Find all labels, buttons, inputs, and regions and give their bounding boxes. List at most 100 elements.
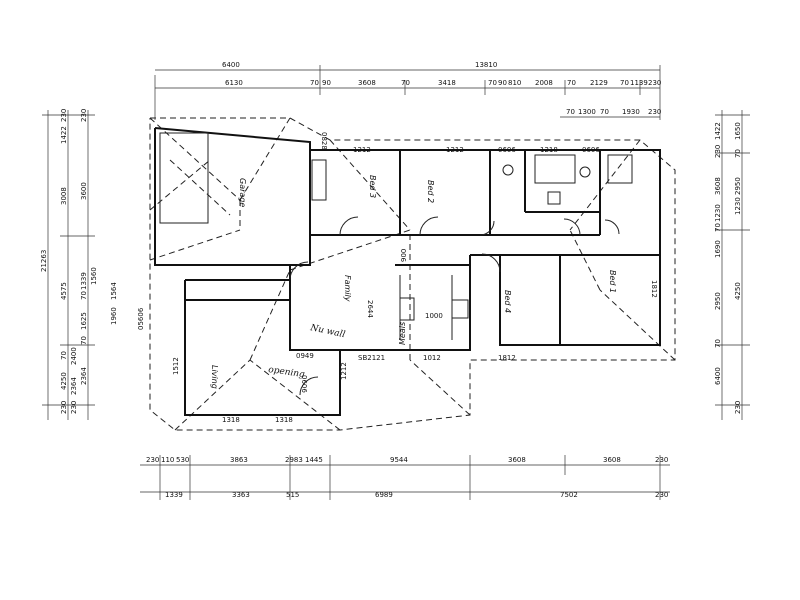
dim-right-o0: 1422 bbox=[714, 122, 722, 140]
dim-top-row2-0: 6130 bbox=[225, 79, 243, 87]
door-bed3 bbox=[339, 216, 359, 236]
dim-right-i2: 1230 bbox=[734, 197, 742, 215]
win-meals-left: 1512 bbox=[172, 357, 180, 375]
dim-bot-r2-0: 1339 bbox=[165, 491, 183, 499]
win-living-bot2: 1318 bbox=[275, 416, 293, 424]
room-bed3: Bed 3 bbox=[368, 175, 377, 198]
win-bed2-top: 1212 bbox=[446, 146, 464, 154]
dim-right-o4: 70 bbox=[714, 223, 722, 232]
walls bbox=[154, 127, 661, 416]
win-ens-1: 0606 bbox=[498, 146, 516, 154]
dim-left-side1: 1960 bbox=[110, 307, 118, 325]
dim-top-row3-4: 230 bbox=[648, 108, 661, 116]
roof-outline bbox=[149, 117, 676, 431]
dim-right-o1: 230 bbox=[714, 145, 722, 158]
dim-left-side2: 1560 bbox=[90, 267, 98, 285]
toilet-2 bbox=[579, 166, 591, 178]
dim-top-row2-6: 70 bbox=[488, 79, 497, 87]
room-family: Family bbox=[343, 275, 352, 302]
room-meals: Meals bbox=[398, 322, 407, 345]
dim-bot-r2-4: 7502 bbox=[560, 491, 578, 499]
dim-right-i0: 1650 bbox=[734, 122, 742, 140]
win-ens-3: 0606 bbox=[582, 146, 600, 154]
door-wir bbox=[604, 219, 620, 235]
dim-bot-r2-3: 6989 bbox=[375, 491, 393, 499]
win-living-bot1: 1318 bbox=[222, 416, 240, 424]
win-kitchen-b: 1000 bbox=[425, 312, 443, 320]
dim-top-6400: 6400 bbox=[222, 61, 240, 69]
dim-left-a6: 1339 bbox=[80, 272, 88, 290]
dim-left-a11: 230 bbox=[60, 401, 68, 414]
room-bed4: Bed 4 bbox=[503, 290, 512, 313]
dim-bot-r1-3: 3863 bbox=[230, 456, 248, 464]
dim-left-a9: 70 bbox=[80, 336, 88, 345]
dim-top-row3-0: 70 bbox=[566, 108, 575, 116]
dim-top-row2-10: 70 bbox=[567, 79, 576, 87]
win-front-a: 0949 bbox=[296, 352, 314, 360]
dim-bot-r1-6: 9544 bbox=[390, 456, 408, 464]
dim-top-row2-5: 3418 bbox=[438, 79, 456, 87]
laundry-bench bbox=[311, 159, 327, 201]
dim-top-total: 13810 bbox=[475, 61, 497, 69]
door-bed2 bbox=[419, 216, 439, 236]
win-left: 05606 bbox=[137, 307, 145, 330]
toilet-1 bbox=[502, 164, 514, 176]
win-front-b: SB2121 bbox=[358, 354, 385, 362]
dim-top-row2-14: 230 bbox=[648, 79, 661, 87]
dim-left-a8: 1625 bbox=[80, 312, 88, 330]
dim-left-side0: 1564 bbox=[110, 282, 118, 300]
dim-left-b1: 4250 bbox=[60, 372, 68, 390]
dim-top-row3-2: 70 bbox=[600, 108, 609, 116]
dim-right-i3: 2950 bbox=[734, 177, 742, 195]
dim-top-row3-1: 1300 bbox=[578, 108, 596, 116]
note-nu-wall: Nu wall bbox=[308, 323, 346, 340]
basin bbox=[547, 191, 561, 205]
dim-top-row2-9: 2008 bbox=[535, 79, 553, 87]
dim-left-b4: 230 bbox=[70, 401, 78, 414]
win-kitchen-c: 1012 bbox=[423, 354, 441, 362]
dim-right-i5: 230 bbox=[734, 401, 742, 414]
cooktop bbox=[451, 299, 469, 319]
win-bed3-top: 1212 bbox=[353, 146, 371, 154]
dim-left-a1: 1422 bbox=[60, 126, 68, 144]
dim-top-row2-3: 3608 bbox=[358, 79, 376, 87]
win-garage-side: 0828 bbox=[320, 132, 328, 150]
dim-bot-r1-7: 3608 bbox=[508, 456, 526, 464]
dim-top-row2-8: 810 bbox=[508, 79, 521, 87]
dim-left-b3: 2364 bbox=[70, 377, 78, 395]
right-dimensions: 1422 230 3608 1230 70 1690 2950 70 6400 … bbox=[714, 110, 750, 420]
dim-top-row3-3: 1930 bbox=[622, 108, 640, 116]
dim-bot-r1-9: 230 bbox=[655, 456, 668, 464]
dim-left-a4: 3600 bbox=[80, 182, 88, 200]
bath-tub bbox=[534, 154, 576, 184]
dim-bot-r1-5: 1445 bbox=[305, 456, 323, 464]
dim-left-total: 21263 bbox=[40, 250, 48, 272]
dim-bot-r2-2: 515 bbox=[286, 491, 299, 499]
win-bed1-side: 1812 bbox=[650, 280, 658, 298]
left-dimensions: 21263 230 1422 230 3008 3600 4575 1339 7… bbox=[40, 109, 118, 420]
shower bbox=[607, 154, 633, 184]
dim-bot-r1-8: 3608 bbox=[603, 456, 621, 464]
garage-void bbox=[159, 132, 209, 224]
room-bed2: Bed 2 bbox=[426, 180, 435, 203]
dim-right-o8: 6400 bbox=[714, 367, 722, 385]
dim-top-row2-12: 70 bbox=[620, 79, 629, 87]
dim-bot-r1-1: 110 bbox=[161, 456, 174, 464]
dim-left-b2: 2400 bbox=[70, 347, 78, 365]
door-bed4 bbox=[481, 253, 501, 273]
dim-top-row2-4: 70 bbox=[401, 79, 410, 87]
dim-left-a2: 230 bbox=[80, 109, 88, 122]
dim-right-o7: 70 bbox=[714, 339, 722, 348]
dim-left-a5: 4575 bbox=[60, 282, 68, 300]
dim-top-row2-2: 90 bbox=[322, 79, 331, 87]
dim-right-o3: 1230 bbox=[714, 204, 722, 222]
dim-right-o5: 1690 bbox=[714, 240, 722, 258]
dim-bot-r1-4: 2983 bbox=[285, 456, 303, 464]
dim-left-a3: 3008 bbox=[60, 187, 68, 205]
room-bed1: Bed 1 bbox=[608, 270, 617, 293]
dim-bot-r2-1: 3363 bbox=[232, 491, 250, 499]
dim-right-o6: 2950 bbox=[714, 292, 722, 310]
dim-left-b0: 70 bbox=[60, 351, 68, 360]
win-kitchen-a: 900 bbox=[400, 249, 408, 262]
